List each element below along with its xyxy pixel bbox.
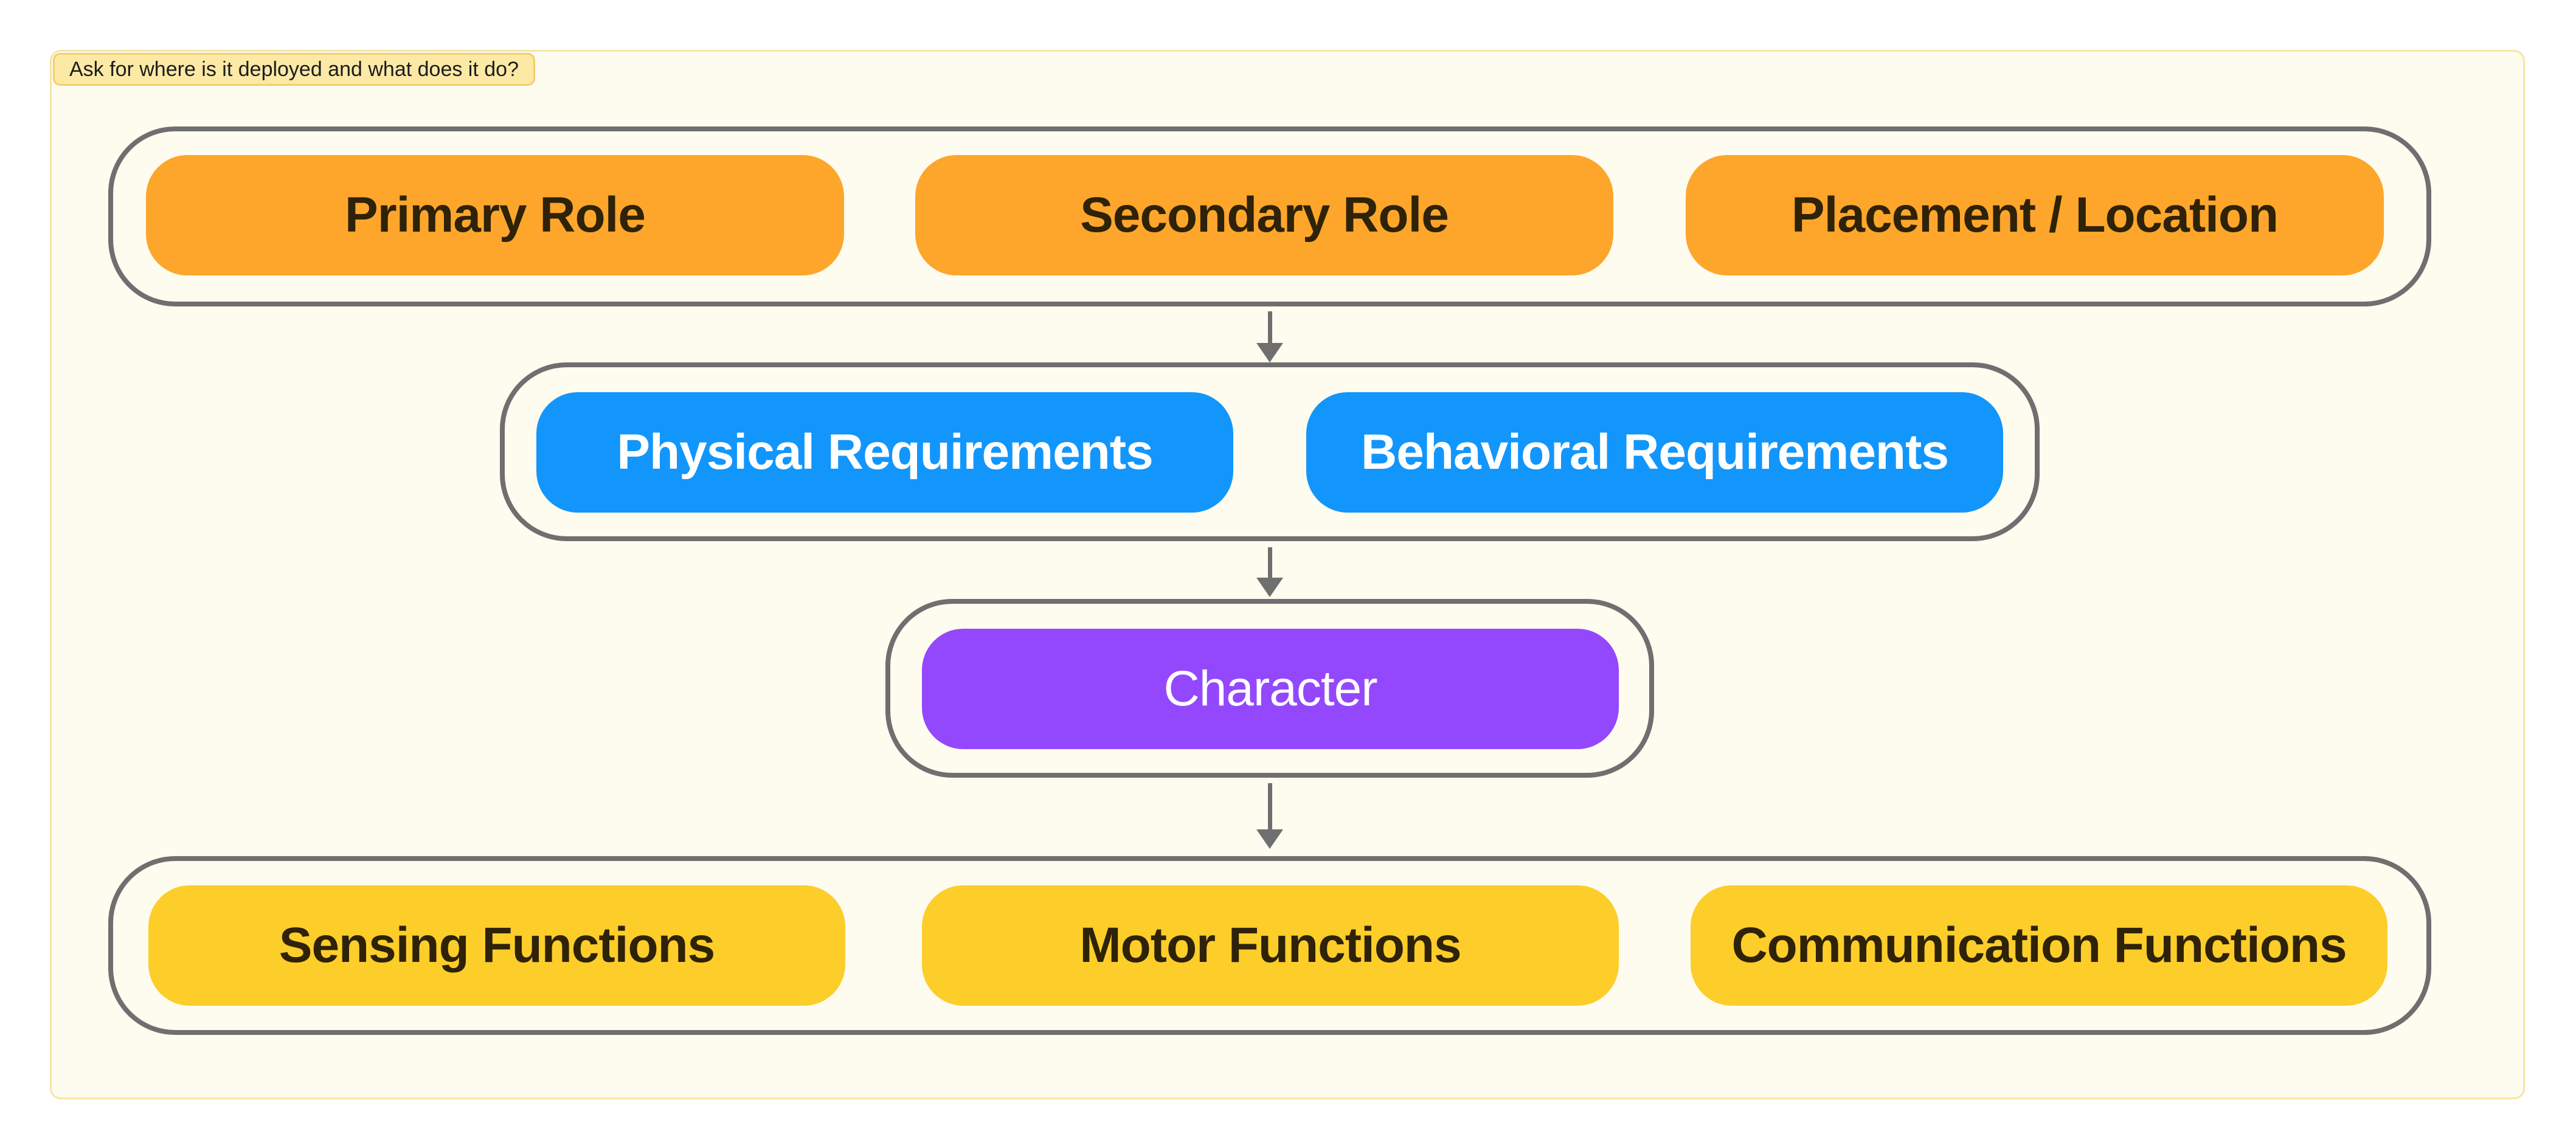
node-character[interactable]: Character xyxy=(922,629,1619,749)
node-primary-role[interactable]: Primary Role xyxy=(146,155,844,275)
node-behavioral-requirements[interactable]: Behavioral Requirements xyxy=(1306,392,2003,513)
node-secondary-role[interactable]: Secondary Role xyxy=(915,155,1613,275)
arrow-requirements-to-character xyxy=(1252,547,1288,597)
arrow-character-to-functions xyxy=(1252,783,1288,849)
node-sensing-functions[interactable]: Sensing Functions xyxy=(148,885,845,1006)
node-communication-functions[interactable]: Communication Functions xyxy=(1691,885,2387,1006)
arrow-roles-to-requirements xyxy=(1252,311,1288,362)
section-label[interactable]: Ask for where is it deployed and what do… xyxy=(53,53,535,86)
node-physical-requirements[interactable]: Physical Requirements xyxy=(536,392,1233,513)
node-motor-functions[interactable]: Motor Functions xyxy=(922,885,1619,1006)
node-placement-location[interactable]: Placement / Location xyxy=(1686,155,2384,275)
